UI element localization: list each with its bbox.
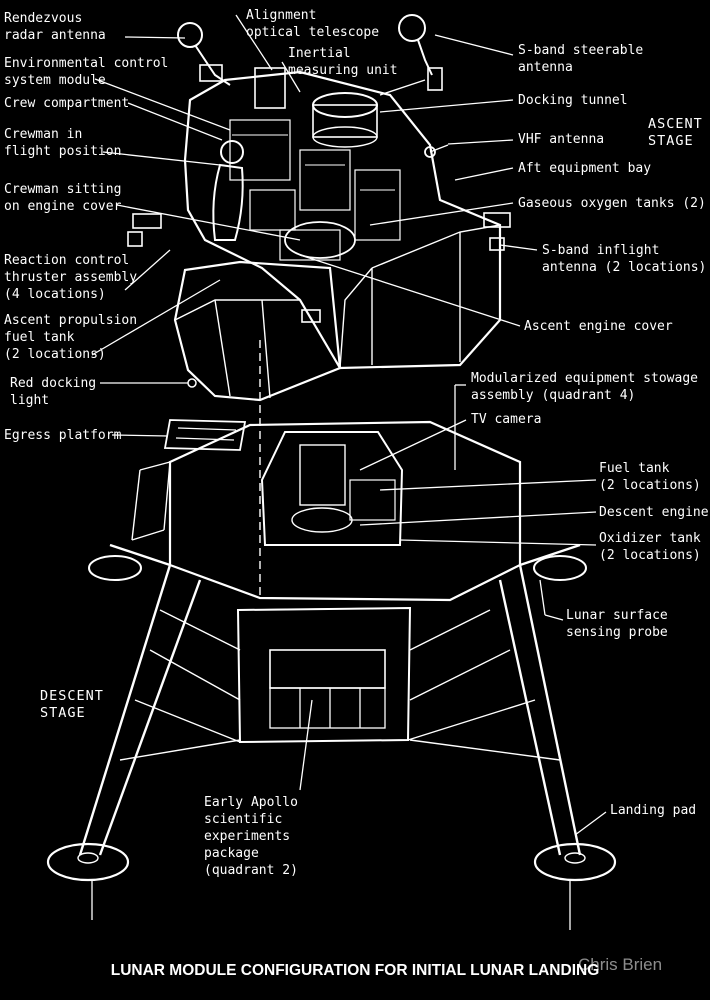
label-crew-compartment: Crew compartment (4, 96, 130, 111)
callout-leader-lines (91, 14, 607, 836)
label-aft-equipment-bay: Aft equipment bay (518, 161, 652, 176)
label-lunar-surface-sensing-probe: Lunar surface sensing probe (566, 608, 668, 640)
label-ascent-propulsion-fuel-tank: Ascent propulsion fuel tank (2 locations… (4, 313, 138, 362)
descent-stage-structure (46, 340, 617, 930)
label-tv-camera: TV camera (471, 412, 542, 427)
label-ascent-engine-cover: Ascent engine cover (524, 319, 673, 334)
label-environmental-control-system-module: Environmental control system module (4, 56, 169, 88)
label-s-band-steerable-antenna: S-band steerable antenna (518, 43, 644, 75)
label-rendezvous-radar-antenna: Rendezvous radar antenna (4, 11, 106, 43)
label-gaseous-oxygen-tanks: Gaseous oxygen tanks (2) (518, 196, 706, 211)
label-fuel-tank: Fuel tank (2 locations) (599, 461, 701, 493)
watermark: Chris Brien (578, 955, 663, 974)
label-descent-engine: Descent engine (599, 505, 709, 520)
label-egress-platform: Egress platform (4, 428, 122, 443)
label-docking-tunnel: Docking tunnel (518, 93, 628, 108)
label-alignment-optical-telescope: Alignment optical telescope (246, 8, 380, 40)
figure-caption: LUNAR MODULE CONFIGURATION FOR INITIAL L… (110, 962, 600, 979)
label-crewman-sitting-on-engine-cover: Crewman sitting on engine cover (4, 182, 122, 214)
label-crewman-in-flight-position: Crewman in flight position (4, 127, 122, 159)
label-reaction-control-thruster-assembly: Reaction control thruster assembly (4 lo… (4, 253, 138, 302)
label-vhf-antenna: VHF antenna (518, 132, 605, 147)
label-modularized-equipment-stowage-assembly: Modularized equipment stowage assembly (… (471, 371, 698, 403)
label-red-docking-light: Red docking light (10, 376, 97, 408)
label-s-band-inflight-antenna: S-band inflight antenna (2 locations) (542, 243, 707, 275)
label-landing-pad: Landing pad (610, 803, 697, 818)
label-ascent-stage: ASCENT STAGE (648, 116, 703, 149)
label-oxidizer-tank: Oxidizer tank (2 locations) (599, 531, 701, 563)
label-early-apollo-scientific-experiments-package: Early Apollo scientific experiments pack… (204, 795, 298, 878)
label-descent-stage: DESCENT STAGE (40, 688, 104, 721)
label-inertial-measuring-unit: Inertial measuring unit (288, 46, 398, 78)
